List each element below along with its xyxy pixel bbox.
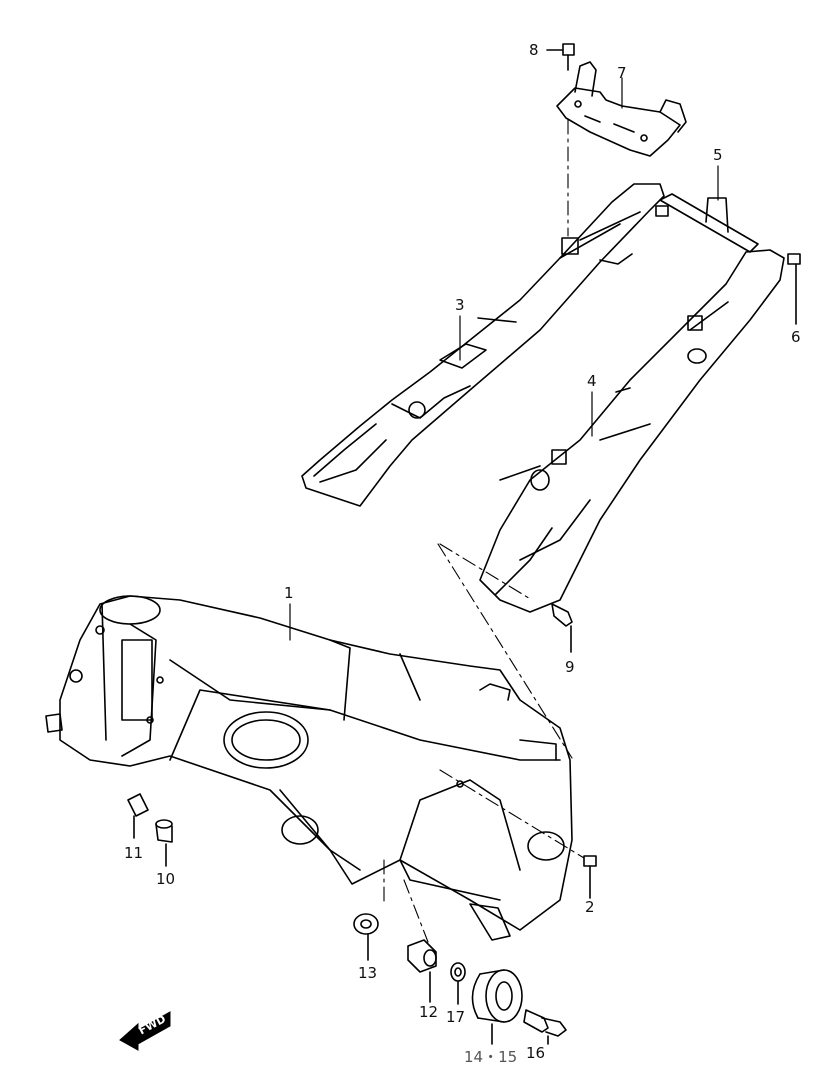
main-frame: [45, 595, 573, 941]
frame-cross-brace: [655, 193, 759, 253]
bolt-9: [551, 603, 573, 653]
callout-16: 16: [526, 1044, 546, 1062]
callout-8: 8: [529, 41, 539, 59]
seat-bracket-plate: [556, 61, 687, 157]
callout-17: 17: [446, 1008, 466, 1026]
callout-leader-lines: [289, 77, 719, 641]
forward-direction-arrow: FWD: [119, 1011, 171, 1051]
callout-11: 11: [124, 844, 144, 862]
callout-14-15: 14・15: [464, 1048, 518, 1066]
alignment-lines: [383, 119, 585, 943]
seat-rail-right: [479, 249, 785, 613]
callout-3: 3: [455, 296, 465, 314]
callout-13: 13: [358, 964, 378, 982]
bolt-6: [787, 253, 801, 325]
callout-4: 4: [587, 372, 597, 390]
bolt-11: [127, 793, 149, 839]
bolt-16: [523, 1009, 567, 1045]
callout-12: 12: [419, 1003, 439, 1021]
callout-10: 10: [156, 870, 176, 888]
screw-8: [546, 43, 575, 71]
callout-5: 5: [713, 146, 723, 164]
callout-9: 9: [565, 658, 575, 676]
callout-1: 1: [284, 584, 294, 602]
callout-7: 7: [617, 64, 627, 82]
pivot-bolt-12: [407, 939, 437, 1003]
bushing-14-15: [471, 969, 523, 1045]
callout-2: 2: [585, 898, 595, 916]
washer-17: [450, 962, 466, 1005]
seat-rail-left: [301, 183, 665, 507]
callout-6: 6: [791, 328, 801, 346]
cap-2: [583, 855, 597, 899]
collar-10: [155, 819, 173, 867]
nut-13: [353, 913, 379, 961]
